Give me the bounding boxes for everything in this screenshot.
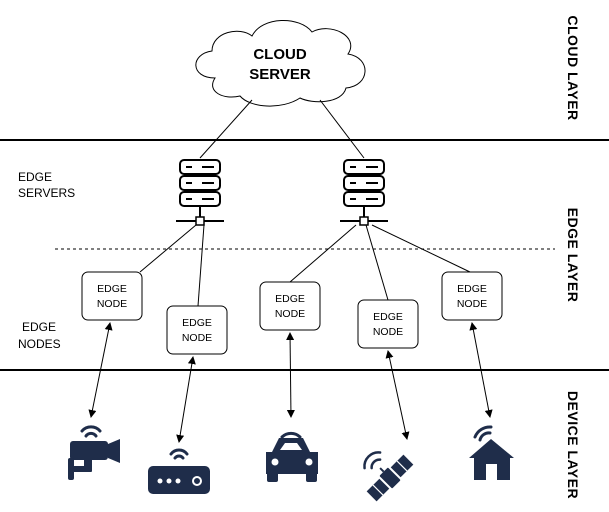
server-to-node-link (197, 224, 205, 307)
edge-node-label-line2: NODE (97, 298, 127, 310)
edge-node: EDGE NODE (441, 271, 503, 321)
edge-node-label-line1: EDGE (457, 283, 487, 295)
edge-layer-title: EDGE LAYER (565, 208, 581, 303)
server-to-node-link (371, 224, 471, 273)
edge-node-label-line1: EDGE (373, 311, 403, 323)
edge-node: EDGE NODE (357, 299, 419, 349)
edge-node-label-line1: EDGE (275, 293, 305, 305)
node-device-arrow (88, 322, 113, 418)
edge-servers-label-line2: SERVERS (18, 186, 75, 200)
cloud-label-line2: SERVER (249, 66, 311, 83)
device-layer-title: DEVICE LAYER (565, 391, 581, 499)
server-to-node-link (289, 224, 357, 283)
node-device-arrow (469, 322, 493, 418)
edge-node-label-line1: EDGE (182, 317, 212, 329)
edge-node-label-line2: NODE (275, 308, 305, 320)
cloud-layer-title: CLOUD LAYER (565, 15, 581, 120)
satellite-icon (363, 451, 414, 502)
edge-node-label-line2: NODE (182, 332, 212, 344)
server-to-node-link (139, 224, 197, 273)
edge-node-label-line1: EDGE (97, 283, 127, 295)
router-icon (148, 448, 210, 494)
edge-nodes-label-line1: EDGE (22, 320, 56, 334)
edge-node-label-line2: NODE (373, 326, 403, 338)
node-device-arrow (385, 350, 410, 440)
edge-node: EDGE NODE (81, 271, 143, 321)
node-device-arrow (176, 356, 196, 443)
edge-node: EDGE NODE (166, 305, 228, 355)
cloud-server: CLOUD SERVER (195, 19, 366, 107)
edge-server-icon (340, 159, 388, 226)
security-camera-icon (68, 425, 120, 480)
edge-nodes-label-line2: NODES (18, 337, 61, 351)
edge-node: EDGE NODE (259, 281, 321, 331)
smart-home-icon (469, 425, 514, 480)
car-icon (266, 431, 318, 482)
server-to-node-link (365, 224, 389, 301)
cloud-to-server-1-link (199, 99, 253, 159)
edge-server-icon (176, 159, 224, 226)
cloud-label-line1: CLOUD (253, 46, 306, 63)
node-device-arrow (286, 332, 295, 418)
edge-servers-label-line1: EDGE (18, 170, 52, 184)
cloud-to-server-2-link (319, 99, 365, 159)
edge-node-label-line2: NODE (457, 298, 487, 310)
